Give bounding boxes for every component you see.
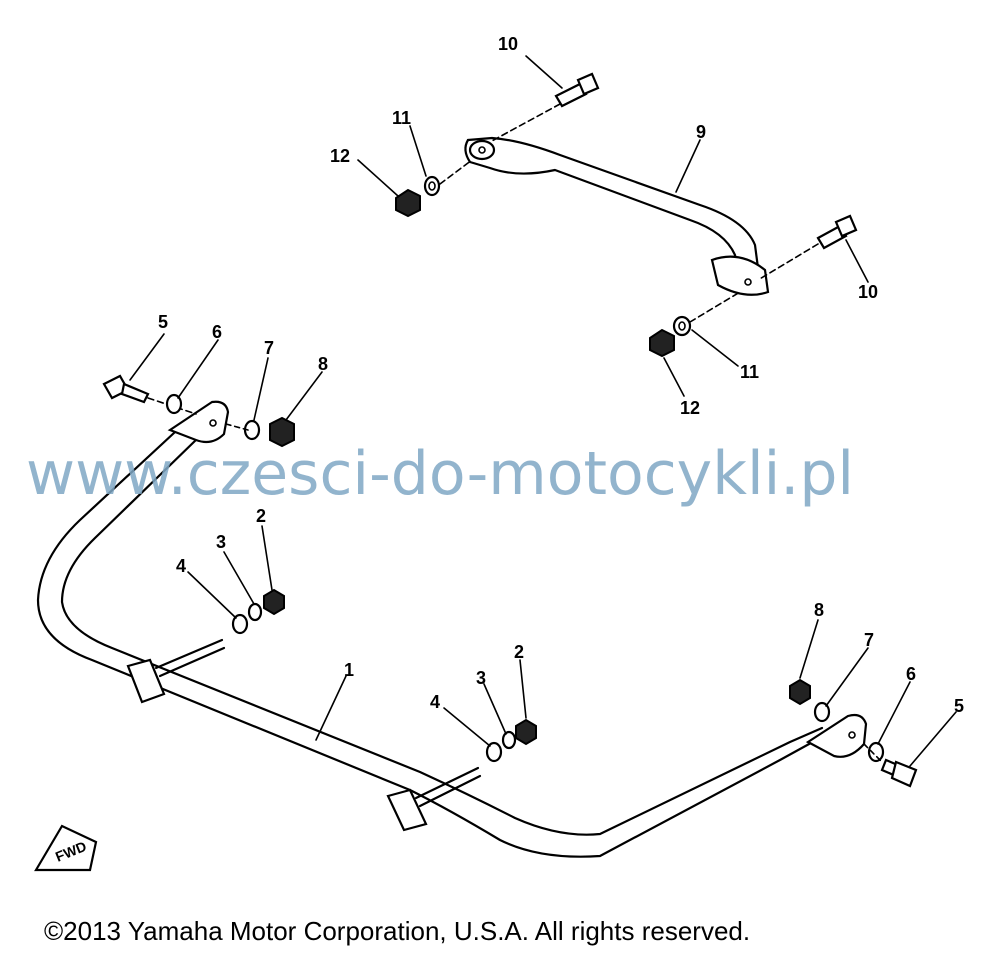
callout-11: 11 bbox=[740, 362, 759, 382]
left-clamp-sleeve bbox=[126, 658, 166, 704]
bar-right-end-plate bbox=[805, 713, 868, 758]
callout-4: 4 bbox=[176, 556, 186, 576]
callout-9: 9 bbox=[696, 122, 706, 142]
callout-7: 7 bbox=[864, 630, 874, 650]
left-stud bbox=[154, 638, 226, 678]
center-lock-washer bbox=[501, 730, 517, 750]
right-end-bolt bbox=[880, 758, 918, 788]
callout-3: 3 bbox=[216, 532, 226, 552]
callout-2: 2 bbox=[256, 506, 266, 526]
upper-right-washer bbox=[672, 315, 692, 337]
callout-3: 3 bbox=[476, 668, 486, 688]
left-end-nut bbox=[269, 416, 295, 448]
callout-8: 8 bbox=[318, 354, 328, 374]
upper-left-nut bbox=[395, 188, 421, 218]
center-clamp-sleeve bbox=[386, 788, 428, 832]
left-stud-nut bbox=[263, 588, 285, 616]
callout-10: 10 bbox=[858, 282, 878, 302]
left-flat-washer bbox=[231, 613, 249, 635]
center-stud-nut bbox=[515, 718, 537, 746]
main-bumper-bar bbox=[36, 400, 868, 858]
callout-labels: 10 11 12 9 10 11 12 5 6 7 8 2 3 4 1 2 3 … bbox=[158, 34, 964, 716]
left-end-bolt bbox=[102, 374, 150, 404]
callout-6: 6 bbox=[906, 664, 916, 684]
callout-2: 2 bbox=[514, 642, 524, 662]
upper-left-bolt bbox=[554, 72, 600, 108]
right-end-nut bbox=[789, 678, 811, 706]
left-lock-washer bbox=[247, 602, 263, 622]
right-end-spacer bbox=[813, 701, 831, 723]
center-stud bbox=[414, 766, 482, 808]
right-end-washer bbox=[867, 741, 885, 763]
copyright-text: ©2013 Yamaha Motor Corporation, U.S.A. A… bbox=[44, 916, 750, 946]
callout-6: 6 bbox=[212, 322, 222, 342]
callout-5: 5 bbox=[158, 312, 168, 332]
callout-4: 4 bbox=[430, 692, 440, 712]
callout-12: 12 bbox=[330, 146, 350, 166]
callout-1: 1 bbox=[344, 660, 354, 680]
left-end-washer bbox=[165, 393, 183, 415]
callout-7: 7 bbox=[264, 338, 274, 358]
callout-10: 10 bbox=[498, 34, 518, 54]
upper-left-washer bbox=[423, 175, 441, 197]
brace-left-end-plate bbox=[468, 139, 496, 161]
bar-left-end-plate bbox=[167, 400, 230, 444]
brace-right-end-plate bbox=[710, 255, 770, 296]
leader-lines bbox=[129, 55, 957, 767]
watermark-text: www.czesci-do-motocykli.pl bbox=[26, 439, 854, 509]
rear-brace-bar bbox=[464, 136, 770, 296]
upper-right-nut bbox=[649, 328, 675, 358]
callout-11: 11 bbox=[392, 108, 411, 128]
callout-12: 12 bbox=[680, 398, 700, 418]
center-flat-washer bbox=[485, 741, 503, 763]
callout-8: 8 bbox=[814, 600, 824, 620]
callout-5: 5 bbox=[954, 696, 964, 716]
upper-right-bolt bbox=[816, 214, 858, 250]
fwd-direction-badge: FWD bbox=[34, 824, 98, 872]
